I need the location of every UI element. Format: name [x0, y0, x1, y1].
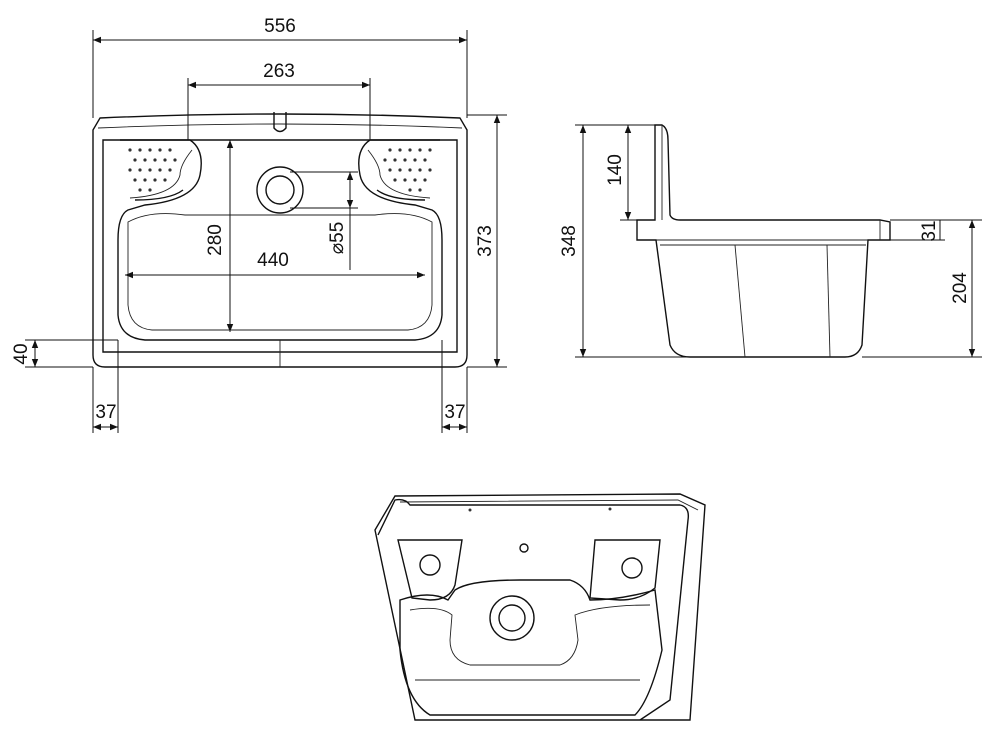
dim-40: 40 [11, 343, 32, 364]
drain-hole [256, 166, 304, 214]
overflow-tap-hole [273, 112, 287, 133]
dim-204: 204 [950, 272, 971, 304]
top-view [92, 112, 468, 368]
side-view-dimensions: 348 140 31 204 [559, 124, 982, 358]
dim-263: 263 [263, 61, 295, 82]
dim-37-left: 37 [95, 402, 116, 423]
dim-31: 31 [919, 220, 940, 241]
soap-dish-left-holes [128, 148, 177, 192]
dim-280: 280 [205, 224, 226, 256]
dim-140: 140 [605, 154, 626, 186]
dim-373: 373 [475, 225, 496, 257]
top-view-dimensions: 556 263 280 440 ⌀55 373 40 37 37 [11, 16, 507, 433]
dim-37-right: 37 [444, 402, 465, 423]
dim-drain-55: ⌀55 [327, 222, 348, 255]
isometric-view [374, 493, 706, 721]
dim-440: 440 [257, 250, 289, 271]
dim-348: 348 [559, 225, 580, 257]
side-view [636, 124, 891, 358]
dim-556: 556 [264, 16, 296, 37]
soap-dish-right-holes [383, 148, 432, 192]
